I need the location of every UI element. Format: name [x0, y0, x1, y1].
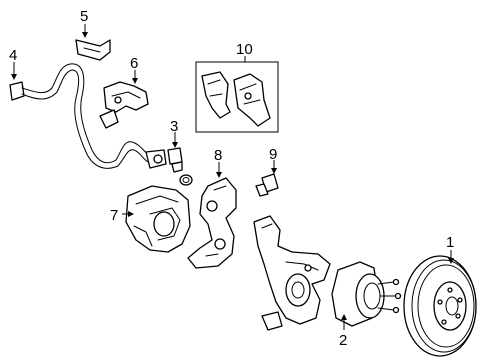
callout-leaders — [11, 24, 454, 330]
hose-clip — [75, 39, 111, 61]
callout-2: 2 — [339, 332, 347, 349]
brake-pads-kit — [195, 61, 279, 133]
callout-9: 9 — [269, 146, 277, 163]
callout-3: 3 — [170, 118, 178, 135]
brake-rotor — [403, 255, 477, 357]
brake-hose — [9, 63, 167, 169]
hose-bracket — [99, 81, 149, 129]
callout-1: 1 — [446, 234, 454, 251]
brake-caliper — [125, 185, 191, 253]
caliper-support — [187, 177, 237, 269]
hub-bearing — [331, 261, 402, 327]
callout-4: 4 — [9, 47, 17, 64]
callout-6: 6 — [130, 55, 138, 72]
callout-7: 7 — [110, 207, 118, 224]
guide-bolt — [255, 173, 279, 197]
callout-10: 10 — [236, 41, 253, 58]
callout-8: 8 — [214, 147, 222, 164]
callout-5: 5 — [80, 8, 88, 25]
steering-knuckle — [253, 215, 331, 331]
bleeder-screw — [167, 147, 193, 186]
